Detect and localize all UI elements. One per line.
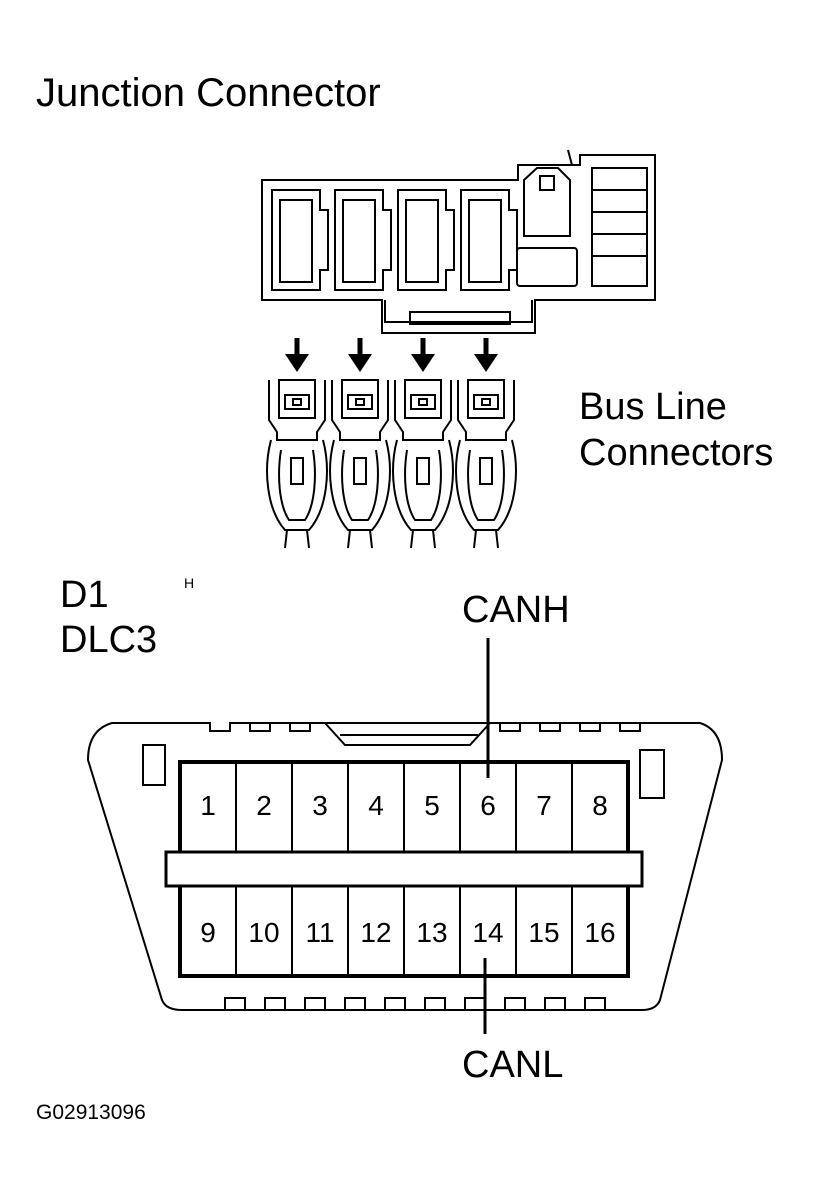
pin-12: 12 — [360, 917, 391, 948]
pin-7: 7 — [536, 790, 552, 821]
bus-line-label-line2: Connectors — [579, 432, 774, 474]
pin-13: 13 — [416, 917, 447, 948]
pin-3: 3 — [312, 790, 328, 821]
h-mark: H — [184, 575, 195, 591]
canh-label: CANH — [462, 589, 570, 631]
junction-connector — [261, 149, 656, 334]
pin-4: 4 — [368, 790, 384, 821]
arrow-down-icon — [411, 338, 435, 372]
pin-16: 16 — [584, 917, 615, 948]
bus-line-terminal — [266, 379, 328, 549]
insertion-arrows — [285, 338, 498, 372]
pin-9: 9 — [200, 917, 216, 948]
arrow-down-icon — [474, 338, 498, 372]
canl-label: CANL — [462, 1044, 564, 1086]
pin-10: 10 — [248, 917, 279, 948]
dlc3-connector: 1 2 3 4 5 6 7 8 9 10 11 12 13 14 15 16 — [86, 722, 724, 1011]
pin-6: 6 — [480, 790, 496, 821]
bus-line-label-line1: Bus Line — [579, 386, 727, 428]
pin-5: 5 — [424, 790, 440, 821]
figure-code: G02913096 — [36, 1101, 146, 1124]
pin-14: 14 — [472, 917, 503, 948]
arrow-down-icon — [285, 338, 309, 372]
bus-line-connectors — [266, 379, 517, 549]
arrow-down-icon — [348, 338, 372, 372]
connector-name: DLC3 — [60, 619, 158, 661]
pin-2: 2 — [256, 790, 272, 821]
pin-1: 1 — [200, 790, 216, 821]
connector-id: D1 — [60, 574, 109, 616]
pin-11: 11 — [305, 917, 334, 948]
pin-15: 15 — [528, 917, 559, 948]
bus-line-terminal — [329, 379, 391, 549]
bus-line-terminal — [392, 379, 454, 549]
diagram-title: Junction Connector — [36, 71, 381, 115]
pin-8: 8 — [592, 790, 608, 821]
bus-line-terminal — [455, 379, 517, 549]
